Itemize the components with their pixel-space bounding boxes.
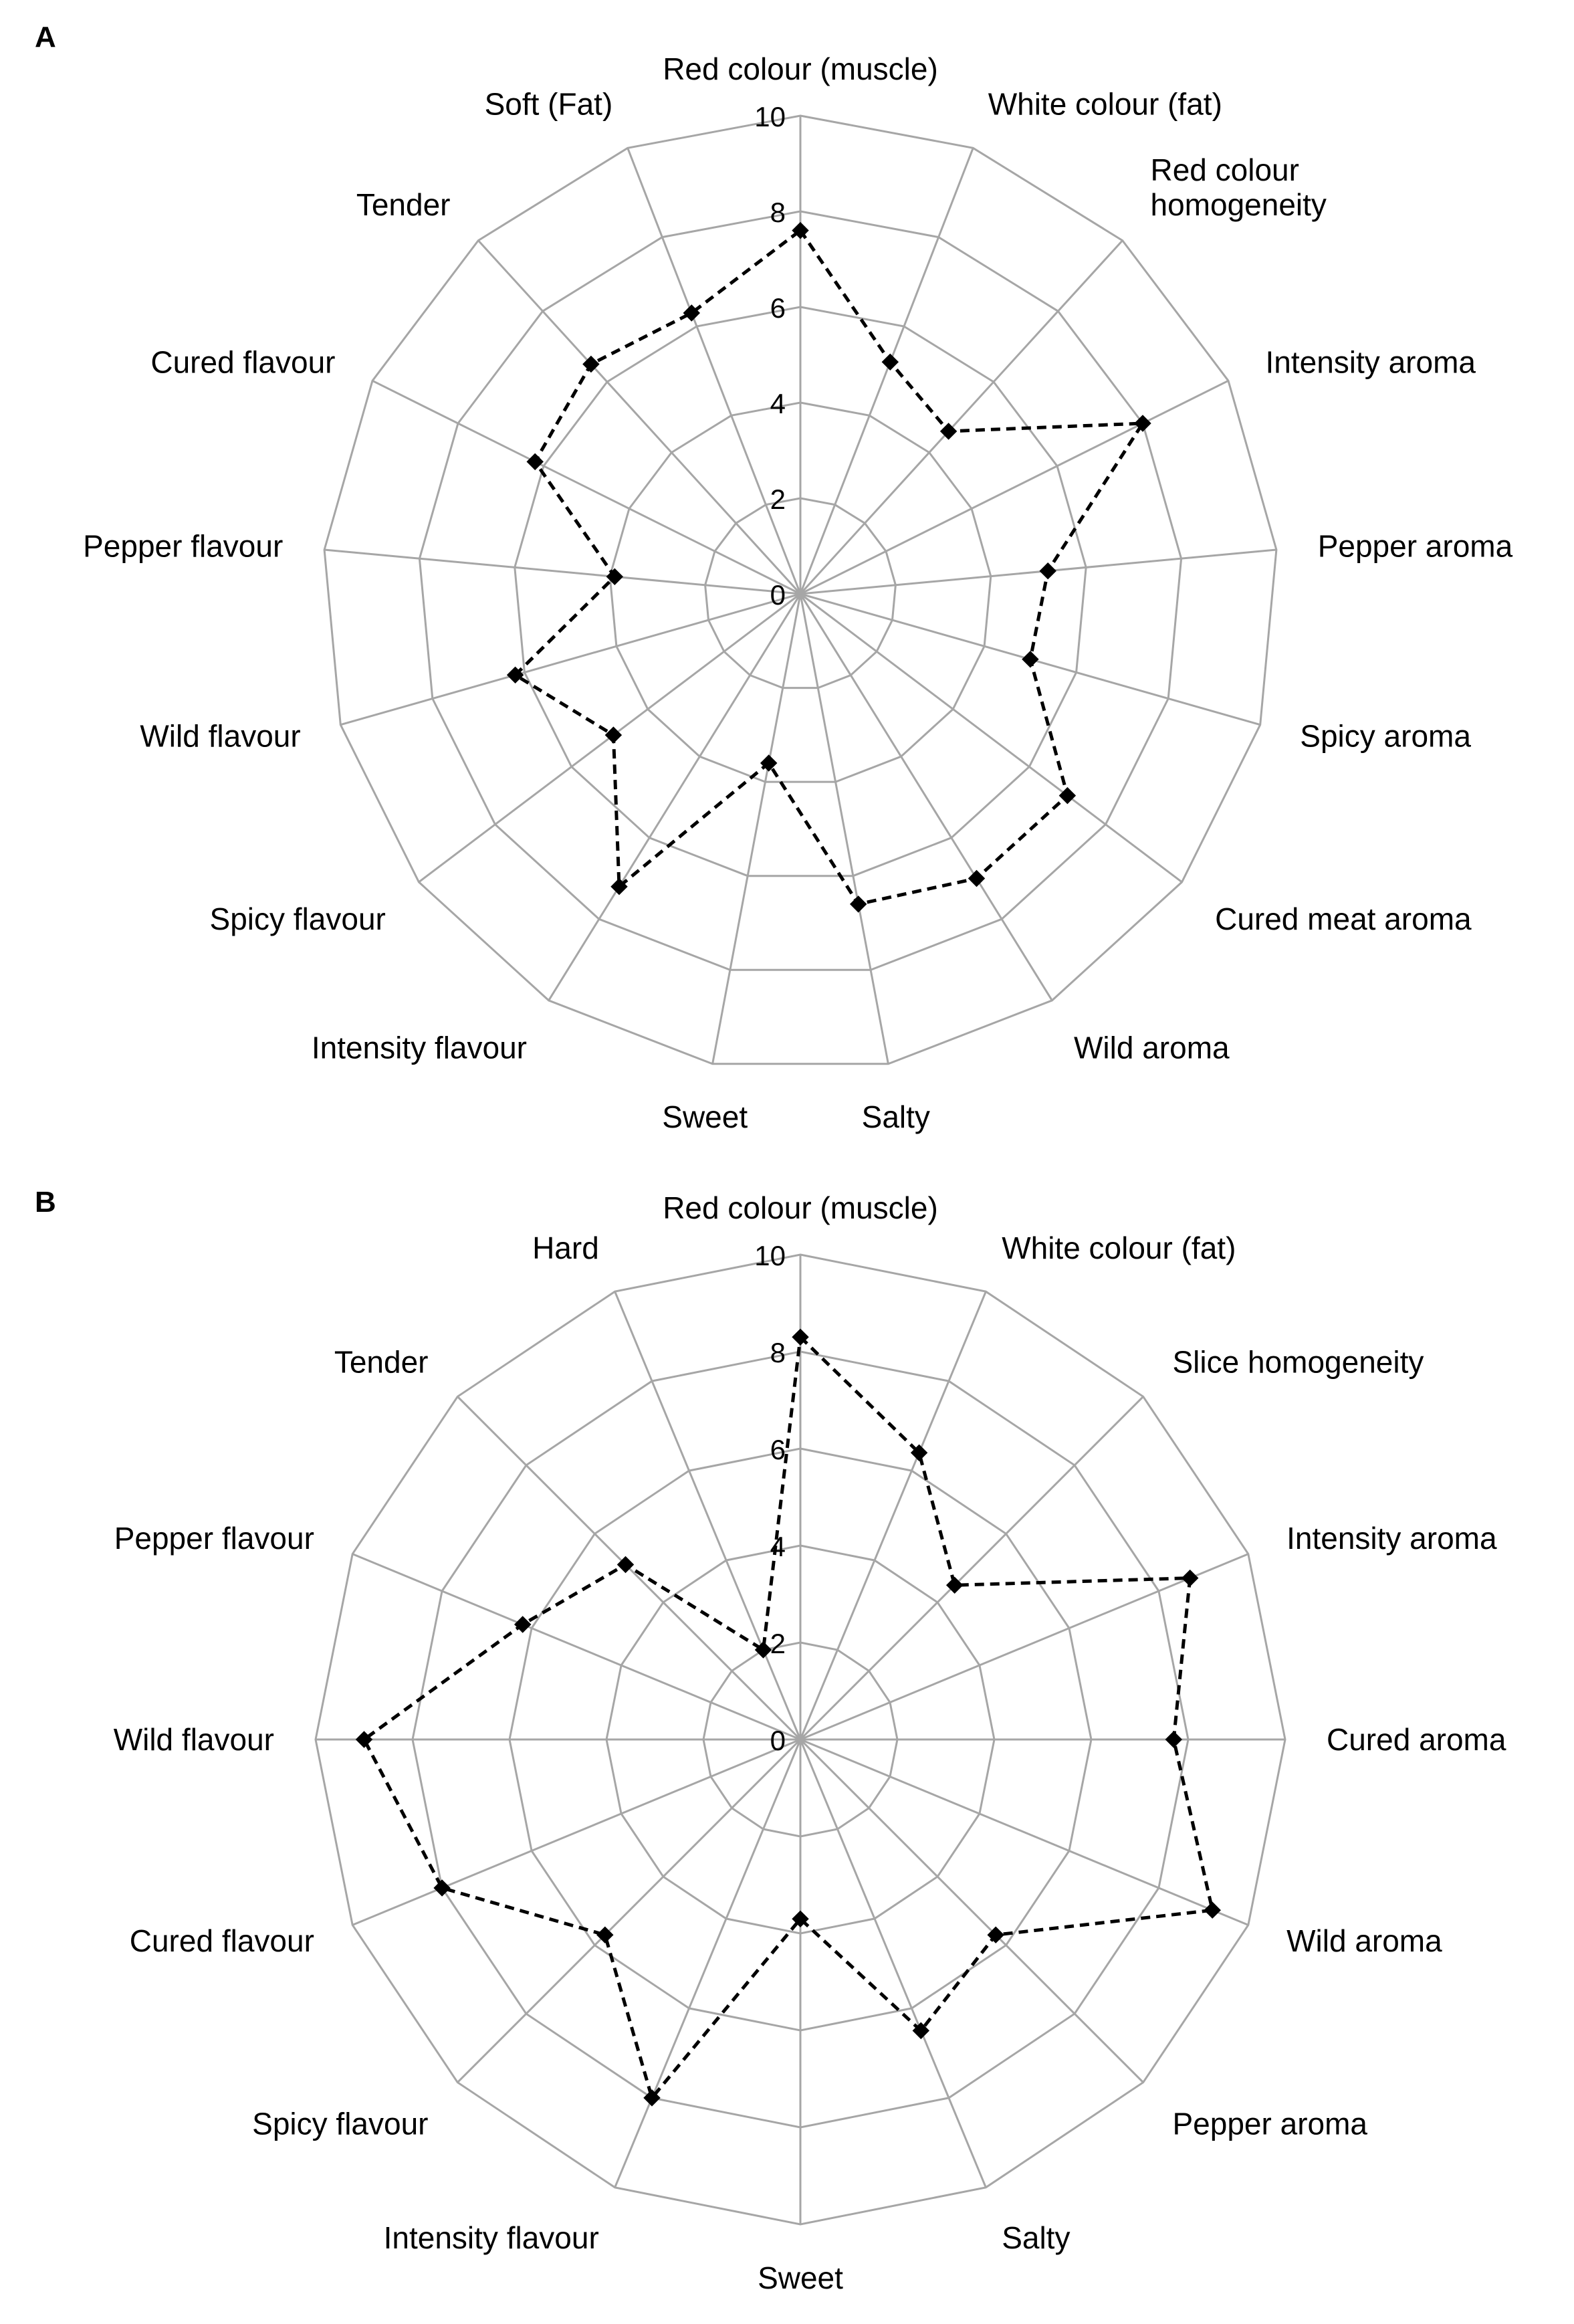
axis-label: Slice homogeneity bbox=[1173, 1345, 1424, 1380]
axis-label: Intensity aroma bbox=[1266, 345, 1476, 380]
axis-spoke bbox=[799, 1291, 987, 1740]
axis-label: Salty bbox=[1002, 2220, 1070, 2255]
axis-label: Cured flavour bbox=[150, 345, 335, 380]
axis-label: Red colour (muscle) bbox=[663, 1190, 938, 1225]
axis-spoke bbox=[800, 548, 1277, 595]
axis-label: Hard bbox=[532, 1231, 599, 1265]
axis-spoke bbox=[627, 147, 802, 595]
axis-spoke bbox=[800, 1553, 1249, 1741]
axis-label: White colour (fat) bbox=[988, 87, 1222, 122]
axis-spoke bbox=[799, 1396, 1144, 1741]
tick-label: 6 bbox=[770, 1434, 786, 1465]
axis-spoke bbox=[548, 593, 802, 1001]
axis-spoke bbox=[799, 147, 974, 595]
axis-label: White colour (fat) bbox=[1002, 1231, 1236, 1265]
data-point bbox=[606, 568, 624, 586]
grid-ring bbox=[608, 401, 992, 783]
axis-label: Spicy aroma bbox=[1300, 719, 1471, 754]
axis-label: Pepper aroma bbox=[1173, 2107, 1368, 2141]
axis-spoke bbox=[477, 239, 802, 595]
grid-ring bbox=[323, 114, 1278, 1065]
axis-spoke bbox=[711, 593, 802, 1065]
axis-label: Wild aroma bbox=[1286, 1923, 1442, 1958]
tick-label: 2 bbox=[770, 484, 786, 515]
radar-chart-a: A 0 2 4 6 8 10 Red colour (muscle) White colour … bbox=[35, 21, 1513, 1134]
tick-label: 10 bbox=[754, 1240, 786, 1271]
axis-label: Intensity flavour bbox=[384, 2220, 599, 2255]
axis-label: Pepper aroma bbox=[1318, 528, 1513, 563]
data-point bbox=[506, 666, 524, 684]
axis-label: Wild flavour bbox=[140, 719, 300, 754]
axis-label: Cured aroma bbox=[1327, 1722, 1506, 1757]
tick-label: 8 bbox=[770, 197, 786, 228]
axis-spoke bbox=[800, 379, 1229, 595]
axis-spoke bbox=[614, 1739, 802, 2188]
axis-spoke bbox=[799, 593, 889, 1065]
axis-spoke bbox=[352, 1553, 801, 1741]
axis-spoke bbox=[457, 1738, 802, 2083]
tick-label: 2 bbox=[770, 1628, 786, 1659]
axis-label: Red colour (muscle) bbox=[663, 51, 938, 86]
axis-spoke bbox=[372, 379, 801, 595]
data-point bbox=[526, 453, 544, 471]
axis-spoke bbox=[614, 1291, 802, 1740]
grid-ring bbox=[704, 497, 897, 690]
panel-letter: A bbox=[35, 21, 56, 54]
tick-label: 4 bbox=[770, 388, 786, 419]
grid-ring bbox=[514, 306, 1087, 877]
axis-spoke bbox=[324, 548, 801, 595]
axis-spoke bbox=[799, 239, 1123, 595]
axis-label: Salty bbox=[862, 1099, 930, 1134]
axis-label: Tender bbox=[334, 1345, 429, 1380]
series-line bbox=[362, 1333, 1215, 2102]
tick-label: 0 bbox=[770, 579, 786, 611]
axis-spoke bbox=[352, 1738, 801, 1926]
axis-spoke bbox=[800, 593, 1183, 883]
tick-label: 8 bbox=[770, 1337, 786, 1368]
axis-label: Soft (Fat) bbox=[485, 87, 613, 122]
axis-spoke bbox=[800, 1738, 1249, 1926]
axis-label: Pepper flavour bbox=[114, 1521, 314, 1556]
tick-label: 10 bbox=[754, 101, 786, 132]
axis-spoke bbox=[799, 593, 1053, 1001]
axis-label: Cured flavour bbox=[130, 1923, 314, 1958]
axis-label: Cured meat aroma bbox=[1215, 902, 1472, 936]
axis-label: Wild aroma bbox=[1074, 1031, 1230, 1065]
axis-label: Spicy flavour bbox=[210, 902, 386, 936]
axis-label: Sweet bbox=[662, 1099, 748, 1134]
panel-letter: B bbox=[35, 1186, 56, 1219]
axis-label: Intensity flavour bbox=[312, 1031, 527, 1065]
axis-label: Pepper flavour bbox=[83, 528, 283, 563]
axis-spoke bbox=[799, 1739, 987, 2188]
axis-label: Tender bbox=[356, 187, 451, 222]
grid-ring bbox=[418, 210, 1183, 971]
data-point bbox=[582, 355, 600, 373]
axis-label: Wild flavour bbox=[114, 1722, 274, 1757]
tick-label: 6 bbox=[770, 292, 786, 324]
axis-label: Sweet bbox=[758, 2260, 843, 2295]
axis-spoke bbox=[799, 1738, 1144, 2083]
axis-label: Spicy flavour bbox=[252, 2107, 428, 2141]
tick-label: 0 bbox=[770, 1725, 786, 1756]
axis-label: Intensity aroma bbox=[1286, 1521, 1497, 1556]
axis-spoke bbox=[340, 593, 801, 726]
series-line bbox=[512, 228, 1146, 906]
